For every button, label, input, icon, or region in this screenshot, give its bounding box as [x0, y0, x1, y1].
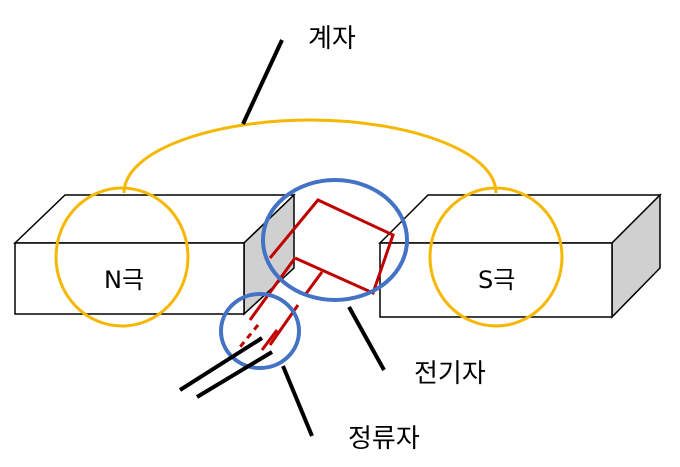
south-block-front — [379, 242, 613, 318]
commutator-leader-line — [281, 365, 314, 437]
north-pole-magnet — [13, 193, 296, 316]
armature-circle — [261, 178, 409, 302]
north-block-front — [14, 242, 245, 315]
yoke-label: 계자 — [308, 24, 356, 54]
north-pole-label: N극 — [104, 266, 144, 294]
south-pole-magnet — [378, 193, 662, 319]
commutator-label: 정류자 — [348, 424, 420, 454]
brush-leads — [178, 336, 274, 399]
field-yoke-arc — [122, 118, 498, 194]
armature-label: 전기자 — [414, 359, 486, 389]
north-pole-circle — [54, 186, 190, 328]
south-pole-circle — [428, 186, 564, 328]
south-pole-label: S극 — [478, 266, 515, 294]
south-block-top — [378, 194, 662, 244]
commutator-circle — [219, 292, 301, 370]
yoke-leader-line — [241, 39, 284, 125]
armature-leader-line — [347, 306, 386, 371]
